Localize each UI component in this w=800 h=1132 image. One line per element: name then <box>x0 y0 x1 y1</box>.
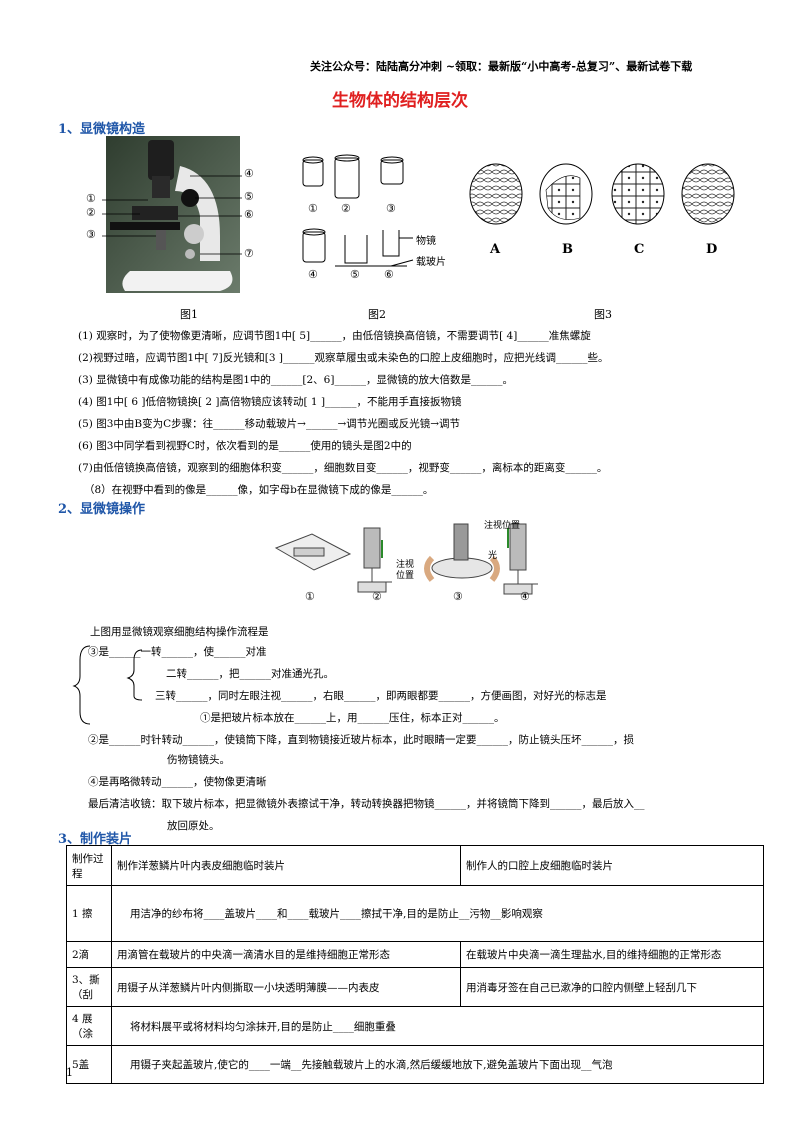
section-heading-slide-making: 3、制作装片 <box>58 832 133 847</box>
table-row: 4 展（涂 将材料展平或将材料均匀涂抹开,目的是防止____细胞重叠 <box>66 1006 764 1046</box>
op-label-gaze-2: 注视位置 <box>396 560 415 581</box>
header-cheek: 制作人的口腔上皮细胞临时装片 <box>460 845 764 886</box>
op-label-3: ③ <box>453 590 463 603</box>
question-8: （8）在视野中看到的像是______像，如字母b在显微镜下成的像是______。 <box>84 484 434 496</box>
fig2-label-5: ⑤ <box>350 268 360 281</box>
step-label: 5盖 <box>66 1045 112 1084</box>
caption-figure3: 图3 <box>594 308 612 321</box>
figure2-lens-drawings <box>302 154 414 267</box>
fig1-label-2: ② <box>86 206 96 219</box>
slide-procedure-table: 制作过程 制作洋葱鳞片叶内表皮细胞临时装片 制作人的口腔上皮细胞临时装片 1 擦… <box>66 845 764 1084</box>
question-3: (3) 显微镜中有成像功能的结构是图1中的______[2、6]______，显… <box>78 374 513 386</box>
question-6: (6) 图3中同学看到视野C时，依次看到的是______使用的镜头是图2中的 <box>78 440 412 452</box>
question-7: (7)由低倍镜换高倍镜，观察到的细胞体积变______，细胞数目变______，… <box>78 462 608 474</box>
op-label-gaze-4: 注视位置 <box>484 521 521 531</box>
operation-line-1: ③是______一转______，使______对准 <box>88 646 267 658</box>
step-onion-text: 用镊子从洋葱鳞片叶内侧撕取一小块透明薄膜——内表皮 <box>111 967 461 1007</box>
figure-operation-steps <box>274 523 538 595</box>
fig3-label-d: D <box>706 242 718 257</box>
table-row: 1 擦 用洁净的纱布将____盖玻片____和____载玻片____擦拭干净,目… <box>66 885 764 942</box>
step-label: 2滴 <box>66 941 112 968</box>
fig1-label-5: ⑤ <box>244 190 254 203</box>
step-merged-text: 用洁净的纱布将____盖玻片____和____载玻片____擦拭干净,目的是防止… <box>111 885 764 942</box>
step-cheek-text: 在载玻片中央滴一滴生理盐水,目的维持细胞的正常形态 <box>460 941 764 968</box>
section-heading-microscope-structure: 1、显微镜构造 <box>58 122 146 137</box>
question-1: (1) 观察时，为了使物像更清晰，应调节图1中[ 5]______，由低倍镜换高… <box>78 330 591 342</box>
header-onion: 制作洋葱鳞片叶内表皮细胞临时装片 <box>111 845 461 886</box>
operation-line-8: 最后清洁收镜：取下玻片标本，把显微镜外表擦试干净，转动转换器把物镜______，… <box>88 798 645 810</box>
question-2: (2)视野过暗，应调节图1中[ 7]反光镜和[3 ]______观察草履虫或未染… <box>78 352 609 364</box>
fig1-label-3: ③ <box>86 228 96 241</box>
page-title: 生物体的结构层次 <box>332 91 468 111</box>
operation-line-2: 二转______，把______对准通光孔。 <box>166 668 334 680</box>
fig2-label-6: ⑥ <box>384 268 394 281</box>
fig2-label-slide: 载玻片 <box>416 257 446 268</box>
question-5: (5) 图3中由B变为C步骤：往______移动载玻片→______→调节光圈或… <box>78 418 461 430</box>
step-onion-text: 用滴管在载玻片的中央滴一滴清水目的是维持细胞正常形态 <box>111 941 461 968</box>
fig2-label-3: ③ <box>386 202 396 215</box>
caption-figure2: 图2 <box>368 308 386 321</box>
table-row: 3、撕（刮 用镊子从洋葱鳞片叶内侧撕取一小块透明薄膜——内表皮 用消毒牙签在自己… <box>66 967 764 1007</box>
page-number: 1 <box>66 1066 73 1079</box>
fig2-label-objective: 物镜 <box>416 236 436 247</box>
step-merged-text: 将材料展平或将材料均匀涂抹开,目的是防止____细胞重叠 <box>111 1006 764 1046</box>
fig2-label-1b: ① <box>308 202 318 215</box>
bracket <box>72 645 143 725</box>
fig3-label-b: B <box>562 242 573 257</box>
step-cheek-text: 用消毒牙签在自己已漱净的口腔内侧壁上轻刮几下 <box>460 967 764 1007</box>
step-label: 4 展（涂 <box>66 1006 112 1046</box>
fig1-label-6: ⑥ <box>244 208 254 221</box>
op-label-1: ① <box>305 590 315 603</box>
op-label-4: ④ <box>520 590 530 603</box>
operation-line-9: 放回原处。 <box>167 820 220 832</box>
operation-line-5: ②是______时针转动______，使镜筒下降，直到物镜接近玻片标本，此时眼睛… <box>88 734 634 746</box>
fig3-label-a: A <box>490 242 501 257</box>
caption-figure1: 图1 <box>180 308 198 321</box>
table-row: 5盖 用镊子夹起盖玻片,使它的____一端__先接触载玻片上的水滴,然后缓缓地放… <box>66 1045 764 1084</box>
fig1-label-1: ① <box>86 192 96 205</box>
operation-line-4: ①是把玻片标本放在______上，用______压住，标本正对______。 <box>200 712 505 724</box>
table-row: 2滴 用滴管在载玻片的中央滴一滴清水目的是维持细胞正常形态 在载玻片中央滴一滴生… <box>66 941 764 968</box>
op-label-light: 光 <box>488 551 498 561</box>
operation-line-3: 三转______，同时左眼注视______，右眼______，即两眼都要____… <box>155 690 607 702</box>
fig1-label-7: ⑦ <box>244 247 254 260</box>
header-process: 制作过程 <box>66 845 112 886</box>
figure1-microscope-photo <box>102 136 242 293</box>
table-header-row: 制作过程 制作洋葱鳞片叶内表皮细胞临时装片 制作人的口腔上皮细胞临时装片 <box>66 845 764 886</box>
fig2-label-4: ④ <box>308 268 318 281</box>
step-label: 1 擦 <box>66 885 112 942</box>
fig2-label-2: ② <box>341 202 351 215</box>
header-note: 关注公众号：陆陆高分冲刺 ~领取：最新版“小中高考-总复习”、最新试卷下载 <box>310 60 693 73</box>
question-4: (4) 图1中[ 6 ]低倍物镜换[ 2 ]高倍物镜应该转动[ 1 ]_____… <box>78 396 462 408</box>
fig1-label-4: ④ <box>244 167 254 180</box>
step-merged-text: 用镊子夹起盖玻片,使它的____一端__先接触载玻片上的水滴,然后缓缓地放下,避… <box>111 1045 764 1084</box>
op-label-2: ② <box>372 590 382 603</box>
step-label: 3、撕（刮 <box>66 967 112 1007</box>
operation-line-7: ④是再略微转动______，使物像更清晰 <box>88 776 267 788</box>
fig3-label-c: C <box>634 242 645 257</box>
operation-intro: 上图用显微镜观察细胞结构操作流程是 <box>90 626 269 638</box>
operation-line-6: 伤物镜镜头。 <box>167 754 230 766</box>
figure3-field-views <box>469 163 735 225</box>
section-heading-microscope-operation: 2、显微镜操作 <box>58 502 146 517</box>
